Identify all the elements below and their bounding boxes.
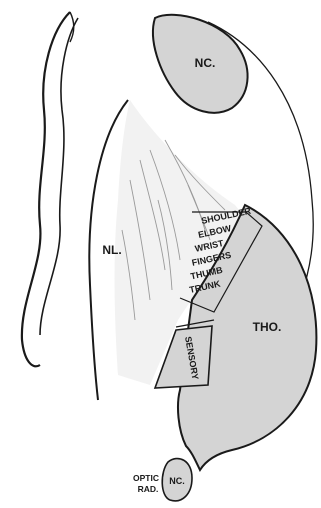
cortex-tip-curl [70, 12, 74, 42]
nucleus-caudatus-bottom-label: NC. [169, 476, 185, 486]
nucleus-caudatus-top-label: NC. [195, 56, 216, 70]
thalamus-label: THO. [253, 320, 282, 334]
optic-radiation-label-line1: OPTIC [133, 473, 159, 483]
optic-radiation-label-line2: RAD. [138, 484, 159, 494]
nucleus-lenticularis-label: NL. [102, 243, 121, 257]
